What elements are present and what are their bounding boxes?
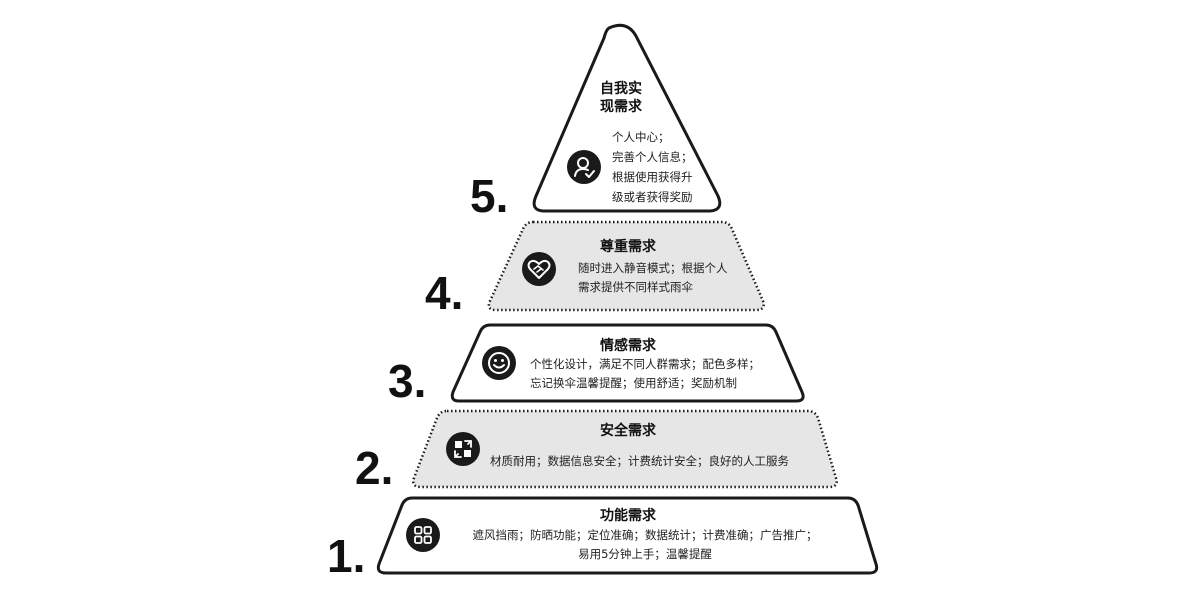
layer-4-shape — [487, 220, 765, 312]
smiley-icon — [482, 346, 516, 380]
layer-4-title: 尊重需求 — [600, 239, 656, 255]
layer-2-title: 安全需求 — [600, 423, 656, 439]
heart-handshake-icon — [522, 252, 556, 286]
layer-3-line-2: 忘记换伞温馨提醒；使用舒适；奖励机制 — [530, 376, 737, 390]
layer-2-number: 2. — [355, 442, 394, 494]
layer-1-line-2: 易用5分钟上手；温馨提醒 — [578, 547, 712, 561]
layer-2-shape — [412, 409, 838, 489]
layer-3-line-1: 个性化设计，满足不同人群需求；配色多样； — [530, 357, 760, 371]
layer-2-line-1: 材质耐用；数据信息安全；计费统计安全；良好的人工服务 — [490, 454, 789, 468]
layer-5-line-4: 级或者获得奖励 — [612, 190, 693, 204]
layer-4-line-2: 需求提供不同样式雨伞 — [578, 280, 693, 294]
user-check-icon — [567, 150, 601, 184]
layer-1-shape — [376, 496, 879, 575]
layer-1-line-1: 遮风挡雨；防晒功能；定位准确；数据统计；计费准确；广告推广； — [472, 528, 818, 542]
layer-5-title: 自我实 现需求 — [600, 80, 660, 116]
layer-4-description: 随时进入静音模式；根据个人 需求提供不同样式雨伞 — [578, 259, 728, 297]
layer-5-line-3: 根据使用获得升 — [612, 170, 693, 184]
layer-3-title: 情感需求 — [600, 338, 656, 354]
layer-5-title-line-2: 现需求 — [600, 99, 642, 115]
layer-4-line-1: 随时进入静音模式；根据个人 — [578, 261, 728, 275]
layer-3-number: 3. — [388, 355, 427, 407]
layer-5-title-line-1: 自我实 — [600, 81, 642, 97]
apps-grid-icon — [406, 518, 440, 552]
layer-3-description: 个性化设计，满足不同人群需求；配色多样； 忘记换伞温馨提醒；使用舒适；奖励机制 — [530, 355, 760, 393]
layer-5-description: 个人中心； 完善个人信息； 根据使用获得升 级或者获得奖励 — [612, 127, 693, 207]
layer-1-title: 功能需求 — [600, 508, 656, 524]
layer-1-description: 遮风挡雨；防晒功能；定位准确；数据统计；计费准确；广告推广； 易用5分钟上手；温… — [470, 526, 820, 564]
layer-2-description: 材质耐用；数据信息安全；计费统计安全；良好的人工服务 — [490, 452, 789, 471]
layer-5-line-2: 完善个人信息； — [612, 150, 693, 164]
layer-1-number: 1. — [327, 530, 366, 582]
layer-3-shape — [450, 323, 805, 403]
layer-4-number: 4. — [425, 267, 464, 319]
shield-swap-icon — [446, 432, 480, 466]
layer-5-number: 5. — [470, 170, 509, 222]
layer-5-line-1: 个人中心； — [612, 130, 670, 144]
